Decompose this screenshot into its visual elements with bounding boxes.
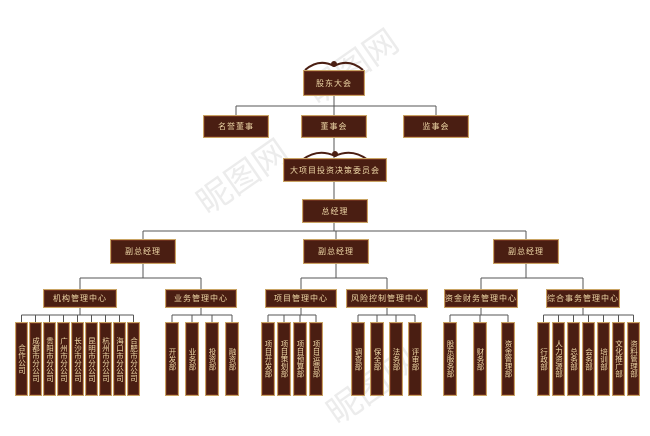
dept-box: 培训部 — [597, 322, 610, 396]
investment-committee-box: 大项目投资决策委员会 — [283, 158, 387, 182]
dept-box: 昆明市分公司 — [85, 322, 98, 396]
dept-box: 开发部 — [165, 322, 179, 396]
general-manager-box: 总经理 — [302, 199, 368, 223]
dept-box: 会务部 — [582, 322, 595, 396]
dept-box: 调查部 — [351, 322, 365, 396]
shareholders-meeting-box: 股东大会 — [303, 70, 365, 96]
dept-box: 杭州市分公司 — [99, 322, 112, 396]
center-box: 项目管理中心 — [265, 289, 337, 308]
vice-manager-box: 副总经理 — [493, 239, 559, 264]
center-box: 资金财务管理中心 — [444, 289, 518, 308]
dept-box: 贵阳市分公司 — [43, 322, 56, 396]
dept-box: 投资部 — [205, 322, 219, 396]
dept-box: 资金管理部 — [501, 322, 515, 396]
dept-box: 保全部 — [370, 322, 384, 396]
dept-box: 人力资源部 — [552, 322, 565, 396]
dept-box: 合作公司 — [15, 322, 28, 396]
dept-box: 股东服务部 — [443, 322, 457, 396]
honorary-director-box: 名誉董事 — [203, 115, 269, 138]
dept-box: 总务部 — [567, 322, 580, 396]
vice-manager-box: 副总经理 — [303, 239, 369, 264]
dept-box: 成都市分公司 — [29, 322, 42, 396]
dept-box: 行政部 — [537, 322, 550, 396]
dept-box: 融资部 — [225, 322, 239, 396]
ornament-top — [304, 61, 364, 71]
center-box: 机构管理中心 — [43, 289, 117, 308]
board-of-directors-box: 董事会 — [301, 115, 367, 138]
dept-box: 项目开发部 — [261, 322, 275, 396]
supervisory-board-box: 监事会 — [403, 115, 469, 138]
dept-box: 业务部 — [185, 322, 199, 396]
dept-box: 项目策划部 — [277, 322, 291, 396]
dept-box: 广州市分公司 — [57, 322, 70, 396]
dept-box: 资料管理部 — [627, 322, 640, 396]
dept-box: 海口市分公司 — [113, 322, 126, 396]
center-box: 风险控制管理中心 — [346, 289, 428, 308]
dept-box: 合肥市分公司 — [127, 322, 140, 396]
dept-box: 项目运营部 — [309, 322, 323, 396]
dept-box: 长沙市分公司 — [71, 322, 84, 396]
center-box: 业务管理中心 — [165, 289, 237, 308]
dept-box: 法务部 — [389, 322, 403, 396]
dept-box: 评审部 — [408, 322, 422, 396]
dept-box: 文化推广部 — [612, 322, 625, 396]
dept-box: 财务部 — [473, 322, 487, 396]
vice-manager-box: 副总经理 — [110, 239, 176, 264]
ornament-committee — [301, 151, 369, 161]
dept-box: 项目预算部 — [293, 322, 307, 396]
center-box: 综合事务管理中心 — [546, 289, 620, 308]
